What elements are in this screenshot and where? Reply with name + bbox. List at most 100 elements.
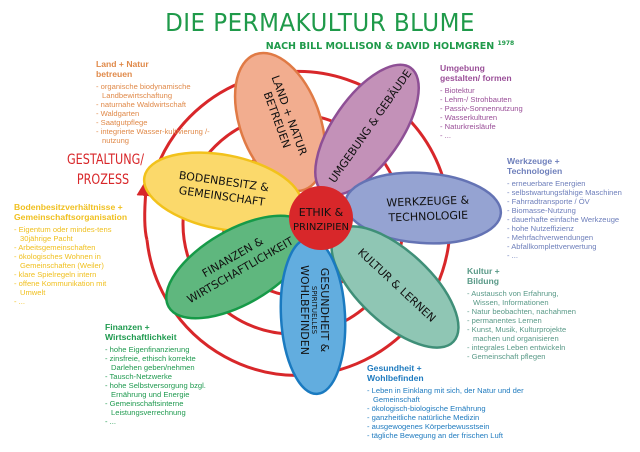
heading-line: Gemeinschaftsorganisation (14, 212, 128, 222)
info-box-list: - Austausch von Erfahrung, Wissen, Infor… (467, 289, 587, 361)
page-title: DIE PERMAKULTUR BLUME (165, 8, 475, 37)
info-box-list: - organische biodynamische Landbewirtsch… (96, 82, 236, 145)
info-box-boden: Bodenbesitzverhältnisse +Gemeinschaftsor… (14, 202, 129, 306)
list-item: - Gemeinschaft pflegen (467, 352, 546, 361)
list-item: - Arbeitsgemeinschaften (14, 243, 96, 252)
list-item: - Waldgarten (96, 109, 140, 118)
list-item: - ökologisch-biologische Ernährung (367, 404, 486, 413)
info-box-list: - Leben in Einklang mit sich, der Natur … (367, 386, 527, 440)
label-line: ETHIK & (299, 206, 344, 219)
heading-line: Land + Natur (96, 59, 149, 69)
list-item: - zinsfreie, ethisch korrekte Darlehen g… (105, 354, 196, 372)
page-subtitle: NACH BILL MOLLISON & DAVID HOLMGREN 1978 (70, 40, 640, 52)
heading-line: gestalten/ formen (440, 73, 512, 83)
petal-land (233, 51, 327, 193)
subtitle-text: NACH BILL MOLLISON & DAVID HOLMGREN (265, 41, 495, 53)
list-item: - ... (507, 251, 518, 260)
list-item: - Saatgutpflege (96, 118, 148, 127)
label-line: PRINZIPIEN (293, 222, 349, 233)
list-item: - dauerhafte einfache Werkzeuge (507, 215, 620, 224)
heading-line: Technologien (507, 166, 563, 176)
label-line: GESUNDHEIT & (318, 268, 331, 353)
heading-line: Kultur + (467, 266, 500, 276)
list-item: - hohe Eigenfinanzierung (105, 345, 190, 354)
list-item: - klare Spielregeln intern (14, 270, 97, 279)
list-item: - permanentes Lernen (467, 316, 542, 325)
list-item: - naturnahe Waldwirtschaft (96, 100, 187, 109)
list-item: - Fahrradtransporte / ÖV (507, 197, 590, 206)
info-box-list: - Eigentum oder mindes-tens 30jährige Pa… (14, 225, 129, 306)
list-item: - ... (440, 131, 451, 140)
petal-label-gesundheit: GESUNDHEIT & SPIRITUELLES WOHLBEFINDEN (298, 265, 331, 355)
heading-line: Wirtschaftlichkeit (105, 332, 177, 342)
label-line: WERKZEUGE & (386, 194, 470, 210)
list-item: - organische biodynamische Landbewirtsch… (96, 82, 191, 100)
list-item: - ganzheitliche natürliche Medizin (367, 413, 480, 422)
info-box-heading: Bodenbesitzverhältnisse +Gemeinschaftsor… (14, 202, 129, 222)
list-item: - Naturkreisläufe (440, 122, 496, 131)
petal-label-werkzeuge: WERKZEUGE & TECHNOLOGIE (386, 194, 470, 225)
list-item: - Mehrfachverwendungen (507, 233, 594, 242)
info-box-list: - erneuerbare Energien- selbstwartungsfä… (507, 179, 640, 260)
info-box-werkzeuge: Werkzeuge +Technologien - erneuerbare Ene… (507, 156, 640, 260)
info-box-heading: Werkzeuge +Technologien (507, 156, 640, 176)
list-item: - Passiv-Sonnennutzung (440, 104, 523, 113)
info-box-gesundheit: Gesundheit +Wohlbefinden - Leben in Einkl… (367, 363, 527, 440)
list-item: - Biotektur (440, 86, 475, 95)
heading-line: Wohlbefinden (367, 373, 424, 383)
heading-line: Umgebung (440, 63, 485, 73)
label-line: TECHNOLOGIE (387, 209, 468, 225)
list-item: - selbstwartungsfähige Maschinen (507, 188, 622, 197)
list-item: - hohe Selbstversorgung bzgl. Ernährung … (105, 381, 206, 399)
info-box-finanzen: Finanzen +Wirtschaftlichkeit - hohe Eigen… (105, 322, 223, 426)
list-item: - Eigentum oder mindes-tens 30jährige Pa… (14, 225, 112, 243)
list-item: - ... (14, 297, 25, 306)
heading-line: Gesundheit + (367, 363, 422, 373)
label-line: WOHLBEFINDEN (298, 265, 311, 355)
subtitle-year: 1978 (497, 40, 515, 47)
info-box-list: - hohe Eigenfinanzierung- zinsfreie, eth… (105, 345, 223, 426)
list-item: - Lehm-/ Strohbauten (440, 95, 512, 104)
heading-line: Bodenbesitzverhältnisse + (14, 202, 123, 212)
process-arrow-icon (136, 178, 155, 241)
list-item: - Biomasse-Nutzung (507, 206, 576, 215)
info-box-list: - Biotektur- Lehm-/ Strohbauten- Passiv-… (440, 86, 560, 140)
list-item: - integrierte Wasser-kultivierung /-nutz… (96, 127, 210, 145)
heading-line: Bildung (467, 276, 499, 286)
list-item: - Kunst, Musik, Kulturprojekte machen un… (467, 325, 567, 343)
list-item: - erneuerbare Energien (507, 179, 586, 188)
info-box-heading: Finanzen +Wirtschaftlichkeit (105, 322, 223, 342)
list-item: - Tausch-Netzwerke (105, 372, 172, 381)
heading-line: betreuen (96, 69, 133, 79)
list-item: - integrales Leben entwickeln (467, 343, 566, 352)
center-ethik (289, 186, 353, 250)
process-label: GESTALTUNG/ PROZESS (67, 150, 145, 190)
list-item: - Abfallkomplettverwertung (507, 242, 597, 251)
list-item: - ... (105, 417, 116, 426)
list-item: - Austausch von Erfahrung, Wissen, Infor… (467, 289, 559, 307)
list-item: - Gemeinschaftsinterne Leistungsverrechn… (105, 399, 186, 417)
list-item: - Leben in Einklang mit sich, der Natur … (367, 386, 524, 404)
list-item: - tägliche Bewegung an der frischen Luft (367, 431, 503, 440)
info-box-kultur: Kultur +Bildung - Austausch von Erfahrung… (467, 266, 587, 361)
process-label-line: PROZESS (76, 172, 130, 188)
process-label-line: GESTALTUNG/ (67, 152, 145, 168)
list-item: - ökologisches Wohnen in Gemeinschaften … (14, 252, 104, 270)
list-item: - hohe Nutzeffizienz (507, 224, 574, 233)
center-label: ETHIK & PRINZIPIEN (293, 206, 349, 233)
list-item: - Wasserkulturen (440, 113, 498, 122)
heading-line: Finanzen + (105, 322, 150, 332)
list-item: - ausgewogenes Körperbewusstsein (367, 422, 490, 431)
label-line: SPIRITUELLES (310, 286, 318, 335)
list-item: - offene Kommunikation mit Umwelt (14, 279, 107, 297)
info-box-heading: Gesundheit +Wohlbefinden (367, 363, 527, 383)
info-box-heading: Kultur +Bildung (467, 266, 587, 286)
heading-line: Werkzeuge + (507, 156, 560, 166)
list-item: - Natur beobachten, nachahmen (467, 307, 576, 316)
